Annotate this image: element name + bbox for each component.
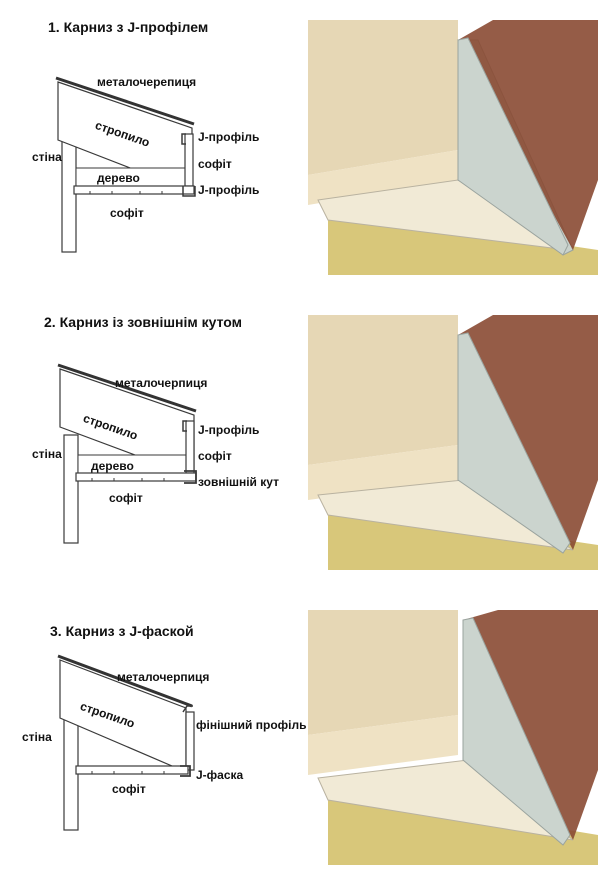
section-title: 3. Карниз з J-фаской bbox=[50, 623, 194, 639]
section-outer-corner: 2. Карниз із зовнішнім кутом металочерпи… bbox=[0, 295, 603, 580]
j-chamfer-profile bbox=[180, 765, 191, 777]
side-soffit-panel bbox=[185, 420, 195, 474]
label-wall: стіна bbox=[32, 150, 62, 164]
soffit-ribs bbox=[91, 771, 165, 774]
bottom-soffit-panel bbox=[75, 472, 197, 482]
bottom-soffit-panel bbox=[75, 765, 189, 775]
roof-sheet bbox=[57, 363, 197, 413]
label-bottom-profile: J-фаска bbox=[196, 768, 244, 782]
bottom-soffit-panel bbox=[73, 185, 195, 195]
section-title: 2. Карниз із зовнішнім кутом bbox=[44, 314, 243, 330]
finishing-profile bbox=[182, 705, 193, 713]
eave-photo bbox=[308, 20, 598, 275]
label-top-profile: J-профіль bbox=[198, 423, 260, 437]
soffit-ribs bbox=[91, 478, 165, 481]
eave-diagram bbox=[57, 654, 195, 831]
eave-diagram bbox=[55, 76, 196, 253]
j-profile-top bbox=[181, 133, 186, 145]
label-bottom-profile: зовнішній кут bbox=[198, 475, 279, 489]
j-profile-top bbox=[182, 420, 187, 432]
side-soffit-panel bbox=[185, 711, 195, 771]
section-j-chamfer: 3. Карниз з J-фаской металочерпиця строп… bbox=[0, 590, 603, 875]
label-top-profile: фінішний профіль bbox=[196, 718, 307, 732]
label-soffit: софіт bbox=[110, 206, 144, 220]
label-wall: стіна bbox=[22, 730, 52, 744]
label-roof: металочерепиця bbox=[97, 75, 197, 89]
roof-sheet bbox=[57, 654, 193, 708]
label-roof: металочерпиця bbox=[117, 670, 210, 684]
j-profile-bottom bbox=[182, 186, 196, 197]
section-title: 1. Карниз з J-профілем bbox=[48, 19, 209, 35]
label-wood: дерево bbox=[91, 459, 134, 473]
label-wall: стіна bbox=[32, 447, 62, 461]
label-bottom-profile: J-профіль bbox=[198, 183, 260, 197]
side-soffit-panel bbox=[184, 133, 194, 187]
roof-sheet bbox=[55, 76, 195, 126]
eave-photo bbox=[308, 610, 598, 865]
eave-diagram bbox=[57, 363, 197, 544]
label-top-profile: J-профіль bbox=[198, 130, 260, 144]
label-soffit: софіт bbox=[112, 782, 146, 796]
label-soffit: софіт bbox=[109, 491, 143, 505]
label-wood: дерево bbox=[97, 171, 140, 185]
wall-post bbox=[61, 139, 77, 253]
wall-post bbox=[63, 434, 79, 544]
label-side-soffit: софіт bbox=[198, 449, 232, 463]
label-side-soffit: софіт bbox=[198, 157, 232, 171]
eave-photo bbox=[308, 315, 598, 570]
label-roof: металочерпиця bbox=[115, 376, 208, 390]
section-j-profile: 1. Карниз з J-профілем металочерепиця ст… bbox=[0, 0, 603, 285]
soffit-ribs bbox=[89, 191, 163, 194]
outer-corner-profile bbox=[184, 470, 197, 484]
